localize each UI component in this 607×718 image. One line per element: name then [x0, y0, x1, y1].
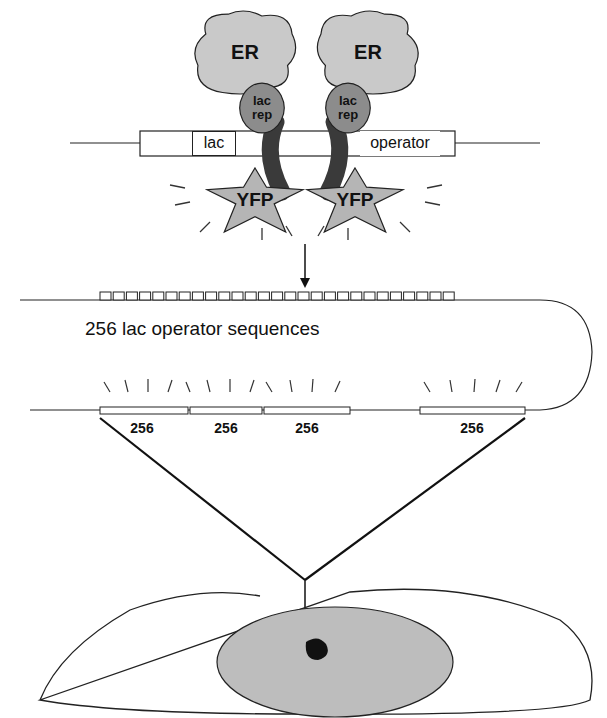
er-domain: ER [189, 7, 301, 97]
operator-label: lac [192, 131, 236, 156]
node-label: operator [370, 135, 430, 152]
yfp-star: YFP [307, 168, 403, 232]
er-domain: ER [312, 7, 424, 97]
repeat-count: 256 [130, 420, 153, 436]
operator-label: operator [360, 131, 440, 156]
array-caption: 256 lac operator sequences [85, 318, 320, 340]
node-label: lac rep [334, 94, 362, 121]
fluorescent-spot [306, 638, 328, 660]
glow-rays [170, 185, 442, 240]
leader-line [305, 418, 525, 580]
node-label: lac [204, 135, 224, 152]
node-label: ER [354, 42, 382, 63]
node-label: ER [231, 42, 259, 63]
node-label: YFP [237, 190, 274, 210]
leader-line [100, 418, 305, 580]
repeat-count: 256 [295, 420, 318, 436]
yfp-star: YFP [207, 168, 303, 232]
glow-rays [104, 379, 522, 392]
repressor-arm [328, 122, 340, 192]
operator-array [100, 407, 525, 414]
operator-bar [140, 131, 455, 156]
repeat-count: 256 [214, 420, 237, 436]
repressor-arm [270, 122, 282, 192]
node-label: lac rep [248, 94, 276, 121]
dna-loop [20, 300, 592, 410]
lac-repressor: lac rep [239, 82, 285, 134]
arrow [304, 244, 306, 286]
nucleus [217, 607, 453, 717]
node-label: YFP [337, 190, 374, 210]
lac-repressor: lac rep [325, 82, 371, 134]
operator-repeats [100, 292, 454, 300]
repeat-count: 256 [460, 420, 483, 436]
